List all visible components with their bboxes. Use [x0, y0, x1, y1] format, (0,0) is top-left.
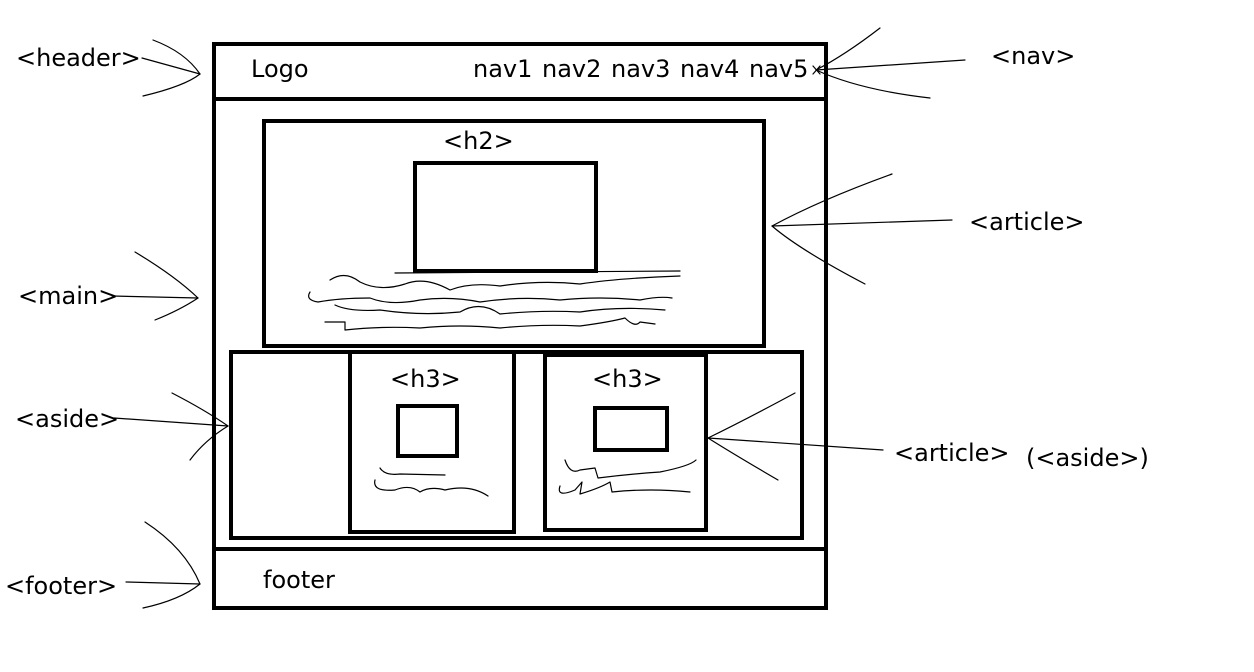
nav-item-5: nav5 [749, 55, 808, 83]
nav-item-3: nav3 [611, 55, 670, 83]
aside-article-1-image-placeholder [396, 404, 459, 458]
nav-annotation: <nav> [991, 42, 1075, 70]
aside-article-1-h3-label: <h3> [390, 365, 461, 393]
logo-text: Logo [251, 55, 309, 83]
footer-annotation: <footer> [5, 572, 117, 600]
aside-article-2-h3-label: <h3> [592, 365, 663, 393]
main-article-box [262, 119, 766, 348]
aside-article-annotation: <article> [894, 439, 1010, 467]
aside-article-1-box [348, 350, 516, 534]
nav-arrow [812, 27, 966, 99]
article-h2-label: <h2> [443, 127, 514, 155]
aside-article-annotation-note: (<aside>) [1026, 444, 1149, 472]
aside-article-2-image-placeholder [593, 406, 669, 452]
aside-article-1-text-scribble [374, 467, 489, 497]
aside-article-arrow [707, 392, 884, 481]
article-arrow [771, 173, 953, 285]
aside-annotation: <aside> [15, 405, 119, 433]
header-arrow [141, 39, 201, 97]
footer-text: footer [263, 566, 335, 594]
aside-article-2-text-scribble [558, 459, 697, 495]
article-annotation: <article> [969, 208, 1085, 236]
aside-article-2-box [543, 353, 708, 532]
aside-arrow [113, 392, 229, 461]
main-annotation: <main> [18, 282, 118, 310]
article-image-placeholder [413, 161, 598, 273]
nav-item-4: nav4 [680, 55, 739, 83]
header-annotation: <header> [16, 44, 141, 72]
main-arrow [111, 251, 199, 321]
footer-arrow [125, 521, 201, 609]
nav-item-2: nav2 [542, 55, 601, 83]
article-text-scribble [308, 270, 681, 331]
nav-item-1: nav1 [473, 55, 532, 83]
page-frame [212, 42, 828, 610]
aside-box [229, 350, 804, 540]
